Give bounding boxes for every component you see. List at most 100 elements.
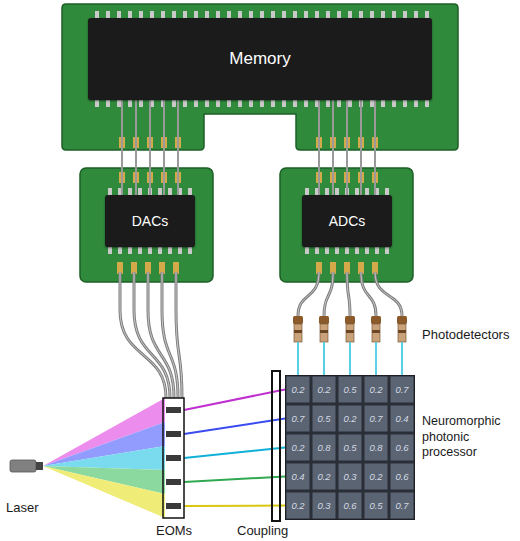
- chip-pin: [128, 246, 132, 254]
- part-label: Laser: [6, 500, 39, 515]
- cable-highlight: [324, 272, 333, 316]
- chip-pin: [249, 99, 253, 107]
- detector-body: [320, 324, 328, 342]
- detector-fiber: [375, 342, 377, 375]
- weight-value: 0.2: [311, 375, 337, 404]
- weight-value: 0.2: [285, 375, 311, 404]
- chip-pin: [293, 99, 297, 107]
- detector-body: [372, 324, 380, 342]
- detector-band: [320, 330, 328, 333]
- chip-pin: [348, 99, 352, 107]
- light-band: [43, 466, 165, 518]
- chip-pin: [370, 99, 374, 107]
- chip-pin: [304, 99, 308, 107]
- chip-pin: [128, 99, 132, 107]
- chip-pin: [178, 246, 182, 254]
- chip-pin: [345, 246, 349, 254]
- weight-value: 0.7: [389, 375, 415, 404]
- dac-board: [80, 168, 213, 282]
- weight-value: 0.5: [311, 404, 337, 433]
- detector-fiber: [323, 342, 325, 375]
- light-fan: [43, 398, 165, 518]
- weight-value: 0.3: [337, 462, 363, 491]
- memory-chip: Memory: [88, 18, 432, 100]
- weight-value: 0.7: [363, 404, 389, 433]
- cable-highlight: [120, 272, 166, 398]
- grid-cells: [287, 377, 414, 519]
- weight-value: 0.6: [389, 462, 415, 491]
- chip-pin: [335, 246, 339, 254]
- chip-pin: [403, 99, 407, 107]
- detector-body: [346, 324, 354, 342]
- chip-pin: [375, 246, 379, 254]
- detector-cap: [319, 316, 329, 324]
- detector-fiber: [297, 342, 299, 375]
- chip-pin: [95, 99, 99, 107]
- cable-highlight: [298, 272, 319, 316]
- detector-band: [372, 330, 380, 333]
- chip-pin: [106, 99, 110, 107]
- beam: [184, 477, 285, 483]
- weight-value: 0.6: [337, 491, 363, 520]
- chip-pin: [325, 246, 329, 254]
- weight-value: 0.2: [311, 462, 337, 491]
- weight-value: 0.3: [311, 491, 337, 520]
- chip-label: Memory: [229, 49, 290, 69]
- chip-pin: [158, 246, 162, 254]
- chip-pin: [117, 99, 121, 107]
- weight-value: 0.2: [363, 462, 389, 491]
- chip-pin: [138, 246, 142, 254]
- detector-band: [398, 330, 406, 333]
- laser-symbol: [10, 460, 43, 472]
- cable-highlight: [347, 272, 350, 316]
- detector-body: [398, 324, 406, 342]
- chip-pin: [271, 99, 275, 107]
- chip-pin: [326, 99, 330, 107]
- chip-pin: [355, 246, 359, 254]
- weight-value: 0.5: [337, 433, 363, 462]
- weight-value: 0.4: [285, 462, 311, 491]
- chip-pin: [118, 246, 122, 254]
- light-band: [43, 446, 165, 470]
- chip-pin: [282, 99, 286, 107]
- beam: [184, 419, 285, 435]
- beam: [184, 448, 285, 459]
- chip-pin: [337, 99, 341, 107]
- chip-pin: [139, 99, 143, 107]
- weight-value: 0.2: [337, 404, 363, 433]
- caption-holder: Neuromorphic photonic processor: [422, 414, 514, 461]
- laser-body: [10, 460, 36, 472]
- cable: [176, 272, 182, 398]
- beam: [184, 390, 285, 411]
- detector-band: [294, 330, 302, 333]
- detector-cap: [397, 316, 407, 324]
- detector-band: [346, 330, 354, 333]
- weight-value: 0.8: [363, 433, 389, 462]
- chip-label: ADCs: [329, 213, 366, 229]
- photodetector-symbols: [293, 316, 407, 375]
- chip-pin: [194, 99, 198, 107]
- weight-value: 0.7: [389, 491, 415, 520]
- chip-pin: [148, 246, 152, 254]
- chip-pin: [414, 99, 418, 107]
- weight-value: 0.8: [311, 433, 337, 462]
- weight-value: 0.2: [285, 491, 311, 520]
- weight-value: 0.6: [389, 433, 415, 462]
- modulators: [166, 407, 181, 509]
- chip-pin: [205, 99, 209, 107]
- modulator: [166, 503, 181, 509]
- beams: [184, 390, 285, 507]
- chip-pin: [425, 99, 429, 107]
- chip-pin: [381, 99, 385, 107]
- weight-value: 0.5: [337, 375, 363, 404]
- modulator: [166, 431, 181, 437]
- weight-value: 0.2: [363, 375, 389, 404]
- modulator: [166, 479, 181, 485]
- chip-pin: [216, 99, 220, 107]
- dac-chip: DACs: [105, 195, 195, 247]
- chip-pin: [227, 99, 231, 107]
- chip-pin: [392, 99, 396, 107]
- cable: [298, 272, 319, 316]
- chip-pin: [365, 246, 369, 254]
